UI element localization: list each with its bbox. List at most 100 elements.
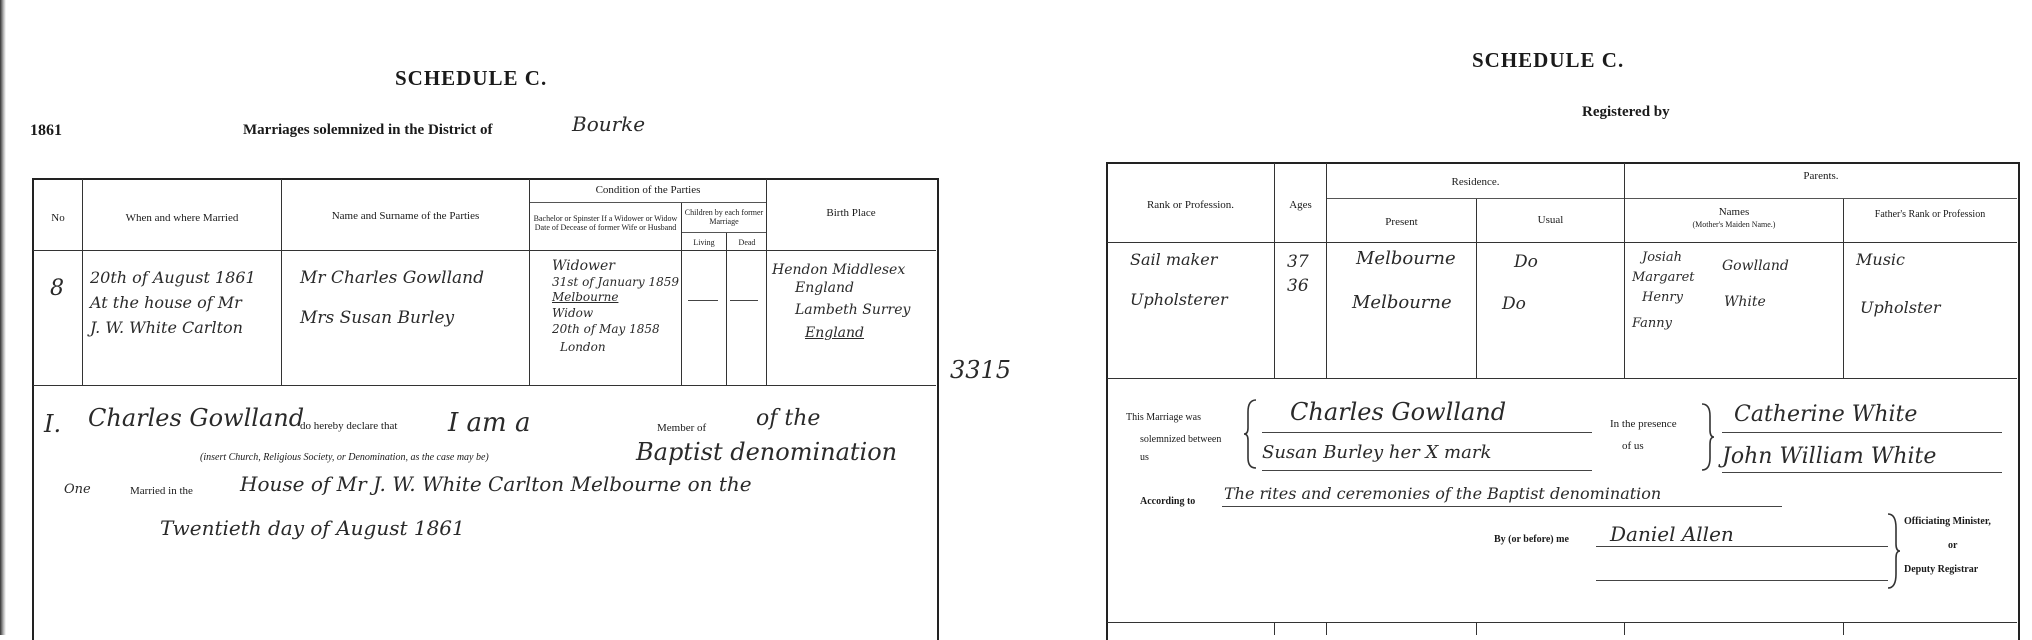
- condition-1-line-1: Widower: [552, 258, 615, 274]
- do-hereby-label: do hereby declare that: [300, 420, 398, 432]
- minister-underline: [1596, 546, 1888, 547]
- married-in-label: Married in the: [130, 485, 193, 497]
- witness-2-signature: John William White: [1722, 444, 1937, 469]
- right-col-rule: [1326, 163, 1327, 378]
- party-name-2: Mrs Susan Burley: [300, 308, 455, 328]
- witness-underline: [1722, 472, 2002, 473]
- insert-note: (insert Church, Religious Society, or De…: [200, 452, 489, 463]
- parent-1a: Josiah: [1642, 250, 1682, 265]
- right-col-rule: [1624, 622, 1625, 635]
- col-header-father-rank: Father's Rank or Profession: [1874, 209, 1986, 220]
- right-col-rule: [1326, 622, 1327, 635]
- party-1-signature: Charles Gowlland: [1290, 398, 1507, 426]
- declarant-signature: Charles Gowlland: [88, 404, 305, 432]
- col-header-bachelor: Bachelor or Spinster If a Widower or Wid…: [533, 214, 678, 232]
- according-underline: [1222, 506, 1782, 507]
- registrar-underline: [1596, 580, 1888, 581]
- party-underline: [1262, 432, 1592, 433]
- present-1: Melbourne: [1356, 248, 1456, 269]
- left-entry-rule: [33, 385, 936, 386]
- right-col-rule: [1476, 198, 1477, 378]
- right-bottom-rule: [1107, 622, 2017, 623]
- left-schedule-title: SCHEDULE C.: [395, 66, 548, 90]
- children-dash: [730, 300, 758, 301]
- right-col-rule: [1843, 198, 1844, 378]
- witness-brace: [1701, 403, 1715, 471]
- col-header-residence: Residence.: [1451, 176, 1500, 188]
- entry-number: 8: [50, 276, 64, 301]
- present-2: Melbourne: [1352, 292, 1452, 313]
- witness-underline: [1722, 432, 2002, 433]
- when-line-2: At the house of Mr: [90, 293, 242, 312]
- solemnized-label-3: us: [1140, 452, 1149, 463]
- col-header-parent-names: Names: [1718, 206, 1750, 218]
- col-header-when-where: When and where Married: [125, 212, 239, 224]
- rank-2: Upholsterer: [1130, 290, 1228, 309]
- according-value: The rites and ceremonies of the Baptist …: [1224, 484, 1662, 503]
- age-2: 36: [1287, 276, 1309, 296]
- solemnized-label-1: This Marriage was: [1126, 412, 1201, 423]
- registered-by-label: Registered by: [1582, 104, 1670, 120]
- right-header-rule: [1107, 242, 2017, 243]
- condition-2-line-3: London: [560, 340, 606, 354]
- right-col-rule: [1624, 163, 1625, 378]
- right-entry-rule: [1107, 378, 2017, 379]
- margin-number: 3315: [950, 356, 1012, 384]
- age-1: 37: [1287, 252, 1309, 272]
- right-col-rule: [1274, 622, 1275, 635]
- party-name-1: Mr Charles Gowlland: [300, 268, 484, 288]
- col-header-parents: Parents.: [1803, 170, 1839, 182]
- col-header-children: Children by each former Marriage: [684, 208, 764, 226]
- col-header-usual: Usual: [1537, 214, 1564, 226]
- margin-mark-one: One: [64, 482, 91, 497]
- col-header-birth-place: Birth Place: [826, 207, 876, 219]
- presence-label: In the presence: [1610, 418, 1677, 430]
- left-header-rule: [33, 250, 936, 251]
- left-col-rule: [681, 202, 682, 385]
- party-underline: [1262, 470, 1592, 471]
- condition-2-line-2: 20th of May 1858: [552, 322, 660, 336]
- party-brace-left: [1243, 399, 1257, 469]
- right-parents-rule: [1625, 198, 2017, 199]
- left-col-rule: [82, 179, 83, 385]
- usual-2: Do: [1502, 294, 1526, 314]
- col-header-rank: Rank or Profession.: [1146, 199, 1235, 211]
- binding-edge: [0, 0, 6, 635]
- district-label: Marriages solemnized in the District of: [243, 122, 493, 138]
- birth-1-line-1: Hendon Middlesex: [772, 262, 906, 278]
- left-col-rule: [529, 179, 530, 385]
- according-label: According to: [1140, 496, 1196, 507]
- left-children-rule: [682, 232, 766, 233]
- parent-2b: Fanny: [1632, 316, 1672, 331]
- rank-1: Sail maker: [1130, 250, 1218, 269]
- left-col-rule: [766, 179, 767, 385]
- right-schedule-title: SCHEDULE C.: [1472, 48, 1625, 72]
- right-residence-rule: [1327, 198, 1624, 199]
- solemnized-label-2: solemnized between: [1140, 434, 1222, 445]
- col-header-condition: Condition of the Parties: [595, 184, 701, 196]
- parent-2-surname: White: [1724, 294, 1766, 310]
- children-dash: [688, 300, 718, 301]
- condition-1-line-2: 31st of January 1859: [552, 275, 679, 289]
- marriage-date-line: Twentieth day of August 1861: [160, 516, 465, 540]
- birth-2-line-2: England: [805, 325, 865, 341]
- left-col-rule: [281, 179, 282, 385]
- col-header-dead: Dead: [738, 238, 756, 247]
- declaration-i: I.: [44, 410, 62, 438]
- left-register-table: [32, 178, 939, 640]
- condition-2-line-1: Widow: [552, 306, 594, 320]
- right-col-rule: [1843, 622, 1844, 635]
- by-or-before-label: By (or before) me: [1494, 534, 1569, 545]
- officiating-brace: [1887, 513, 1901, 589]
- of-us-label: of us: [1622, 440, 1644, 452]
- birth-2-line-1: Lambeth Surrey: [795, 302, 911, 318]
- left-col-rule: [726, 232, 727, 385]
- usual-1: Do: [1514, 252, 1538, 272]
- member-of-label: Member of: [657, 422, 707, 434]
- denomination-value: Baptist denomination: [636, 438, 898, 466]
- col-header-maiden: (Mother's Maiden Name.): [1692, 220, 1776, 229]
- col-header-ages: Ages: [1289, 199, 1312, 211]
- right-col-rule: [1476, 622, 1477, 635]
- minister-signature: Daniel Allen: [1610, 522, 1734, 546]
- left-cond-rule: [530, 202, 766, 203]
